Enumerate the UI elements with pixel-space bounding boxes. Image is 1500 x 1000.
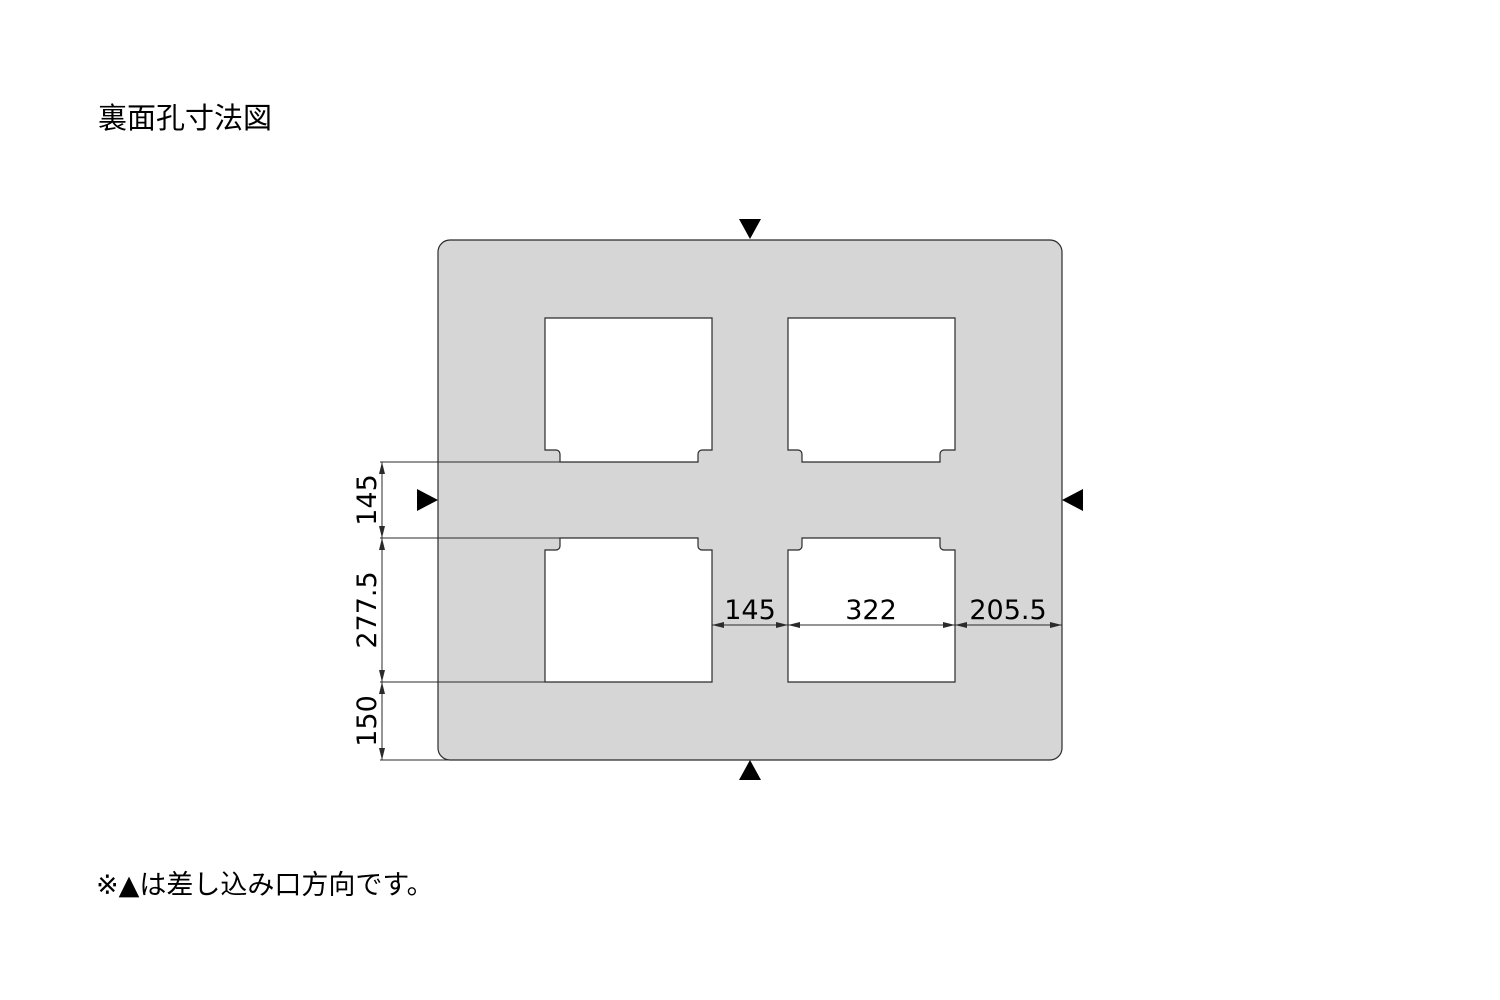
dimension-vertical-gap: 145 bbox=[352, 474, 383, 526]
dimension-hole-width: 322 bbox=[845, 595, 897, 626]
insertion-marker-left-icon bbox=[417, 489, 438, 511]
insertion-direction-note: ※▲は差し込み口方向です。 bbox=[96, 870, 434, 901]
hole-top-right bbox=[787, 317, 956, 463]
hole-top-left bbox=[544, 317, 713, 463]
dimension-bottom-margin: 150 bbox=[352, 695, 383, 747]
horizontal-dimension-line bbox=[712, 622, 1062, 628]
vertical-extension-lines bbox=[380, 461, 562, 761]
hole-bottom-right bbox=[787, 537, 956, 683]
dimension-hole-height: 277.5 bbox=[352, 571, 383, 648]
insertion-marker-bottom-icon bbox=[739, 760, 761, 780]
dimension-horizontal-gap: 145 bbox=[724, 595, 776, 626]
insertion-marker-right-icon bbox=[1062, 489, 1083, 511]
dimension-right-margin: 205.5 bbox=[969, 595, 1046, 626]
insertion-marker-top-icon bbox=[739, 219, 761, 239]
hole-bottom-left bbox=[544, 537, 713, 683]
drawing-title: 裏面孔寸法図 bbox=[98, 101, 273, 135]
vertical-dimension-line bbox=[379, 462, 385, 760]
